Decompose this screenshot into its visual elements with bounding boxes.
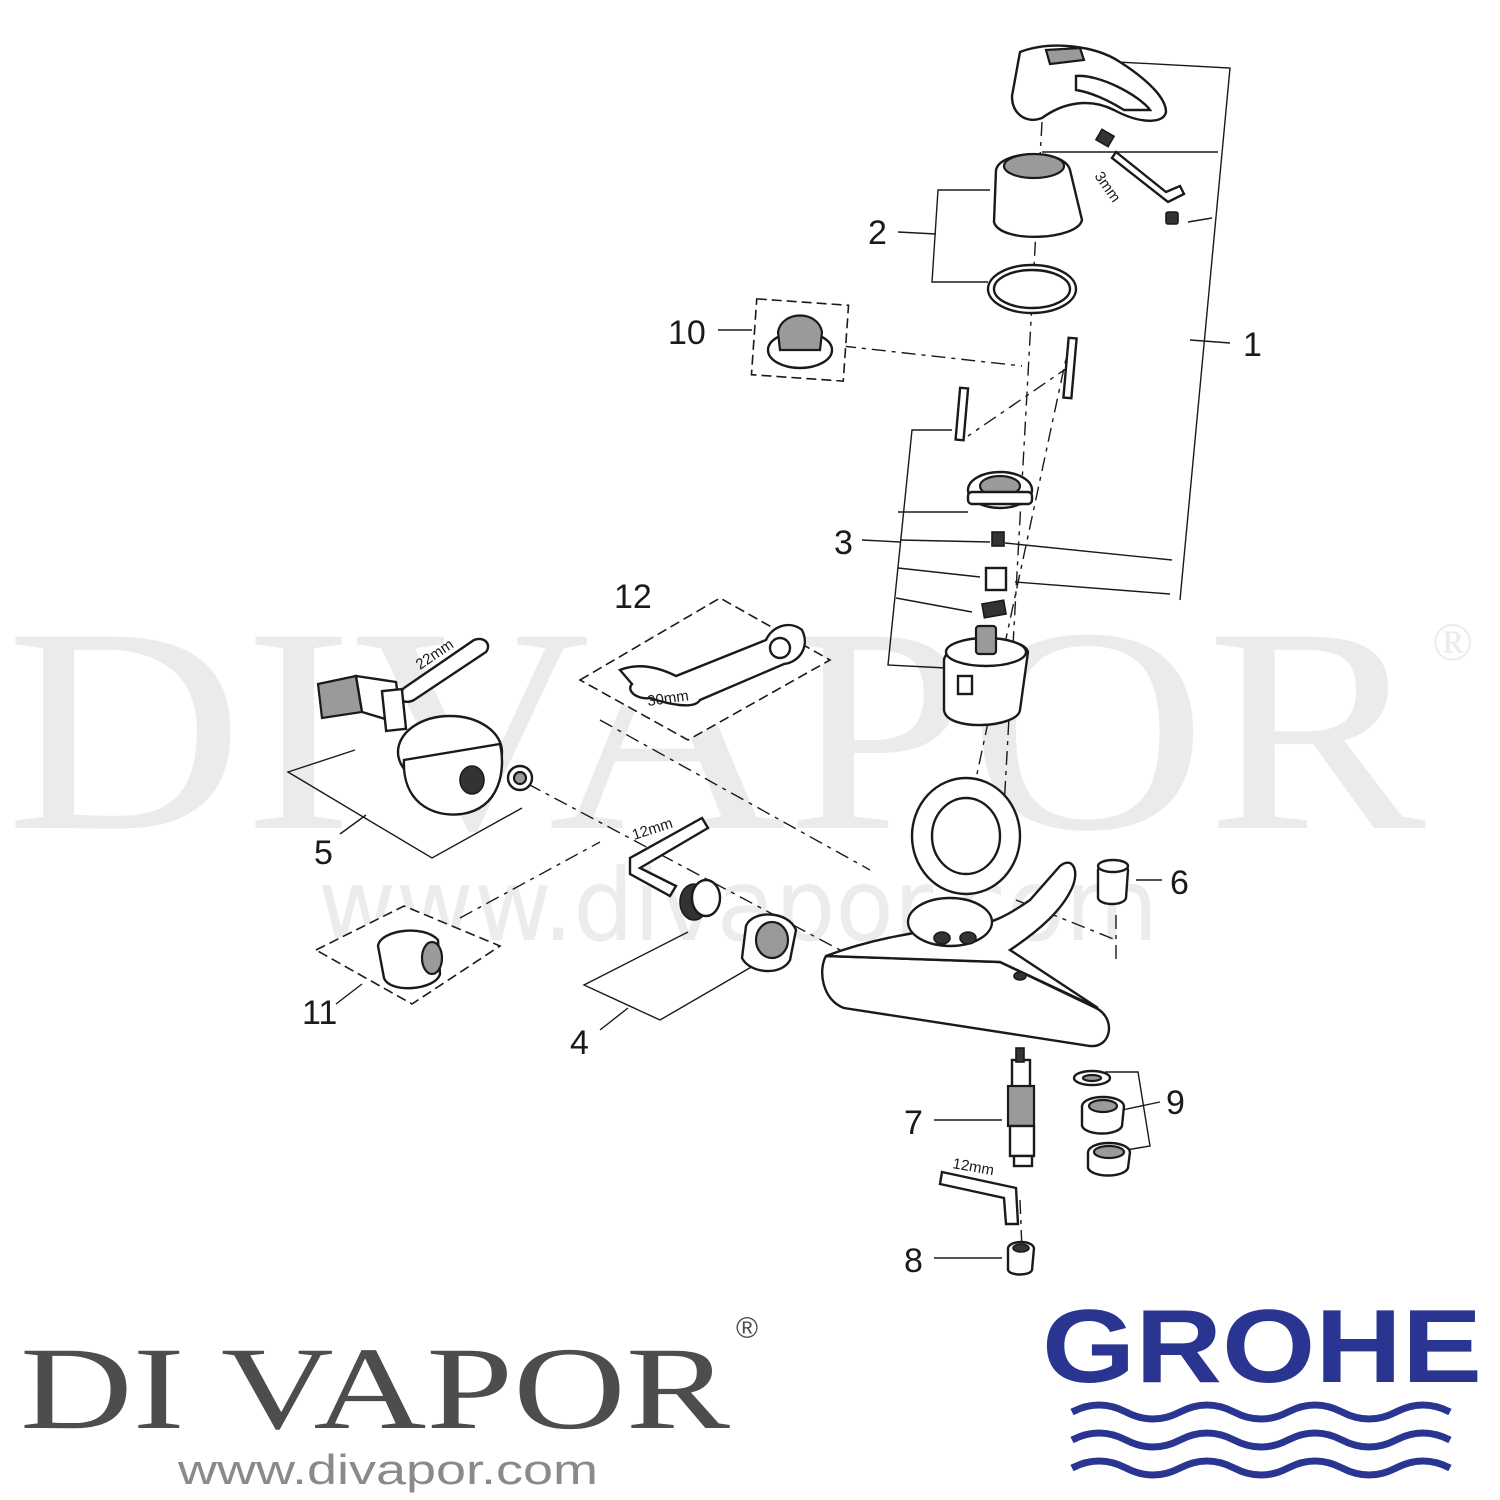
footer-left-logo: DI VAPOR ® www.divapor.com (20, 1312, 758, 1493)
diverter-7 (1006, 1047, 1036, 1168)
flange-ring (966, 470, 1034, 510)
axis-cap (1015, 899, 1117, 941)
leader-1 (1189, 339, 1231, 344)
bracket-5 (286, 749, 523, 859)
nipple-fitting (679, 878, 722, 921)
cover-cap (986, 152, 1084, 315)
bracket-3-screw (899, 539, 991, 543)
callout-1: 1 (1243, 326, 1262, 364)
axis-aerator-tile (841, 345, 1023, 367)
callout-5: 5 (314, 834, 333, 872)
bracket-2 (931, 189, 990, 283)
callout-2: 2 (868, 214, 887, 252)
callout-4: 4 (570, 1024, 589, 1062)
tile-12: 30mm (578, 597, 832, 741)
axis-adapter (459, 841, 601, 919)
hex-key-3mm: 3mm (1091, 150, 1186, 225)
tile-11 (314, 905, 502, 1005)
hex-key-top-label: 3mm (1091, 169, 1124, 206)
hex-key-bottom-label: 12mm (951, 1155, 995, 1179)
spanner-large-label: 30mm (646, 687, 690, 710)
divapor-registered: ® (736, 1312, 758, 1345)
callout-8: 8 (904, 1242, 923, 1280)
leader-9 (1121, 1101, 1161, 1111)
grohe-logo-text: GROHE (1042, 1289, 1482, 1405)
axis-spanner (599, 719, 871, 871)
s-union (316, 674, 408, 733)
callout-11: 11 (302, 994, 337, 1032)
cap-6 (1096, 858, 1130, 906)
callout-numbers: 1 2 3 4 5 6 7 8 9 10 11 12 (302, 214, 1262, 1280)
cartridge-parts (981, 531, 1008, 619)
aerator-set-9 (1072, 1069, 1132, 1177)
leader-11 (335, 983, 363, 1005)
bracket-1-screw (1187, 217, 1213, 223)
escutcheon (396, 714, 534, 816)
bracket-1-cap (1004, 542, 1173, 561)
mounting-screws (954, 336, 1078, 442)
cartridge-screw (991, 531, 1005, 547)
callout-9: 9 (1166, 1084, 1185, 1122)
bracket-3 (887, 429, 952, 669)
leader-lines (286, 59, 1231, 1259)
divapor-url: www.divapor.com (177, 1446, 598, 1493)
leader-2 (897, 231, 937, 235)
axis-screws (967, 365, 1071, 437)
bracket-3-seal (895, 597, 973, 613)
callout-3: 3 (834, 524, 853, 562)
grohe-waves-icon (1070, 1401, 1452, 1479)
leader-3 (861, 539, 901, 543)
assembly-axes (459, 121, 1117, 1251)
callout-10: 10 (668, 314, 706, 352)
bracket-1-right (1079, 59, 1231, 601)
callout-12: 12 (614, 578, 652, 616)
bracket-4 (582, 931, 761, 1021)
union-nut (740, 913, 798, 973)
divapor-logo-text: DI VAPOR (20, 1323, 730, 1454)
callout-6: 6 (1170, 864, 1189, 902)
small-screw (1165, 211, 1179, 225)
callout-7: 7 (904, 1104, 923, 1142)
grub-screw (1094, 128, 1116, 148)
leader-4 (599, 1007, 629, 1031)
tile-10 (750, 298, 850, 382)
axis-main (999, 121, 1043, 881)
bush-8 (1006, 1240, 1036, 1276)
mixer-body (821, 776, 1111, 1048)
cartridge (942, 624, 1030, 727)
axis-main-2 (949, 339, 1071, 901)
cartridge-seal (981, 599, 1007, 619)
leader-5 (339, 814, 367, 835)
bracket-1-block (1014, 581, 1171, 595)
grohe-logo: GROHE (1042, 1289, 1482, 1479)
bracket-9 (1105, 1071, 1151, 1151)
hex-key-12mm-bottom: 12mm (938, 1155, 1020, 1226)
cartridge-block (984, 566, 1008, 592)
watermark-registered: ® (1432, 612, 1473, 672)
bracket-3-block (897, 567, 981, 578)
lever-handle (1010, 44, 1168, 148)
